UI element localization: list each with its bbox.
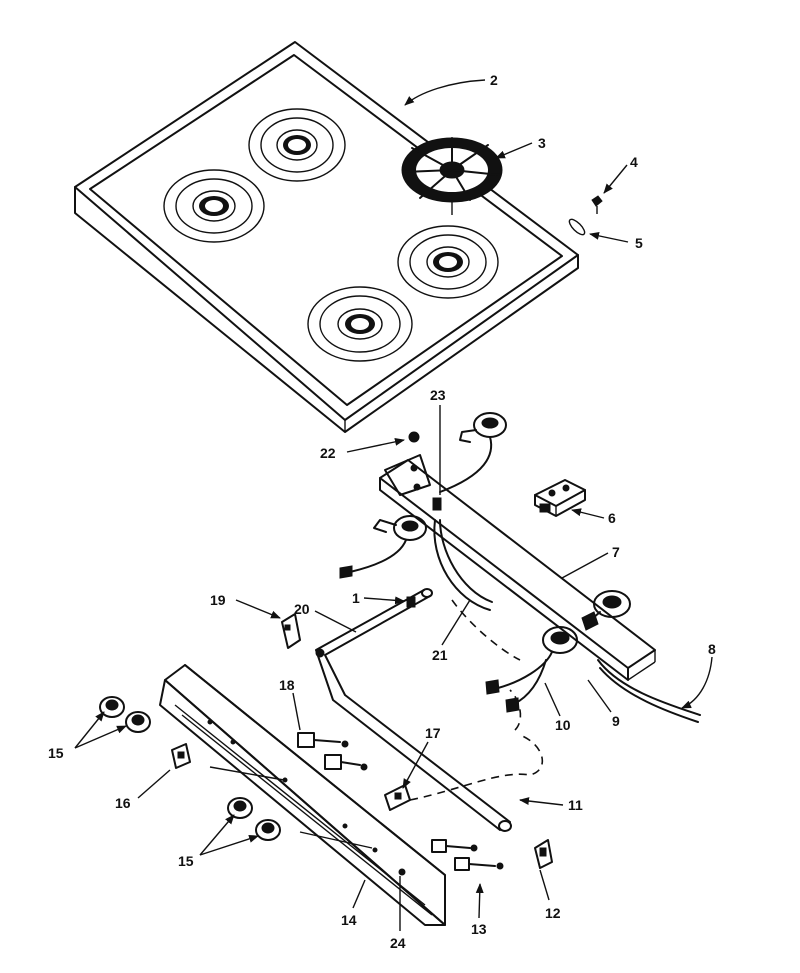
callout-24: 24 (390, 935, 406, 951)
supply-line (597, 659, 701, 723)
igniter-wires (433, 519, 521, 661)
burner-head-rear-right (439, 412, 507, 493)
control-panel (159, 664, 446, 926)
callout-21: 21 (432, 647, 448, 663)
knob-insert (171, 743, 191, 769)
mounting-clip (281, 613, 301, 649)
callout-1: 1 (352, 590, 360, 606)
callout-22: 22 (320, 445, 336, 461)
callout-2: 2 (490, 72, 498, 88)
control-knob-2 (125, 711, 151, 733)
callout-6: 6 (608, 510, 616, 526)
panel-screw (398, 868, 406, 876)
cooktop-panel (74, 41, 579, 433)
callout-11: 11 (568, 797, 583, 813)
callout-10: 10 (555, 717, 571, 733)
callout-14: 14 (341, 912, 357, 928)
callout-3: 3 (538, 135, 546, 151)
spark-module (534, 479, 586, 517)
burner-head-front-right (581, 590, 631, 631)
wire-route-upper (509, 689, 522, 731)
callout-13: 13 (471, 921, 487, 937)
burner-support-bracket (379, 454, 656, 681)
burner-front-right (307, 286, 413, 362)
leader-lines (74, 79, 713, 931)
orifice-fitting (406, 596, 416, 608)
mount-screw (432, 497, 442, 511)
callout-7: 7 (612, 544, 620, 560)
screw-part (591, 195, 603, 214)
callout-18: 18 (279, 677, 295, 693)
burner-rear-left (248, 108, 346, 182)
valve-set-left (297, 732, 368, 771)
callout-23: 23 (430, 387, 446, 403)
hex-nut (408, 431, 420, 443)
callout-labels: 1 2 3 4 5 6 7 8 9 10 11 12 13 14 15 15 1… (48, 72, 716, 951)
spring-clip (534, 839, 553, 869)
control-knob-3 (227, 797, 253, 819)
callout-16: 16 (115, 795, 131, 811)
spring-clip-part (568, 218, 586, 236)
callout-17: 17 (425, 725, 441, 741)
valve-set-right (431, 839, 504, 871)
callout-15b: 15 (178, 853, 194, 869)
burner-head-rear-left (339, 515, 427, 579)
callout-9: 9 (612, 713, 620, 729)
callout-12: 12 (545, 905, 561, 921)
burner-front-left (163, 169, 265, 243)
manifold-pipe (315, 588, 512, 832)
callout-15a: 15 (48, 745, 64, 761)
igniter-wire-route (409, 734, 544, 801)
control-knob-4 (255, 819, 281, 841)
control-knob-1 (99, 696, 125, 718)
callout-19: 19 (210, 592, 226, 608)
callout-5: 5 (635, 235, 643, 251)
callout-20: 20 (294, 601, 310, 617)
burner-head-front-left (485, 626, 578, 713)
wire-bracket (384, 784, 411, 811)
burner-rear-right (397, 225, 499, 299)
callout-4: 4 (630, 154, 638, 170)
burner-grate (401, 137, 503, 215)
callout-8: 8 (708, 641, 716, 657)
